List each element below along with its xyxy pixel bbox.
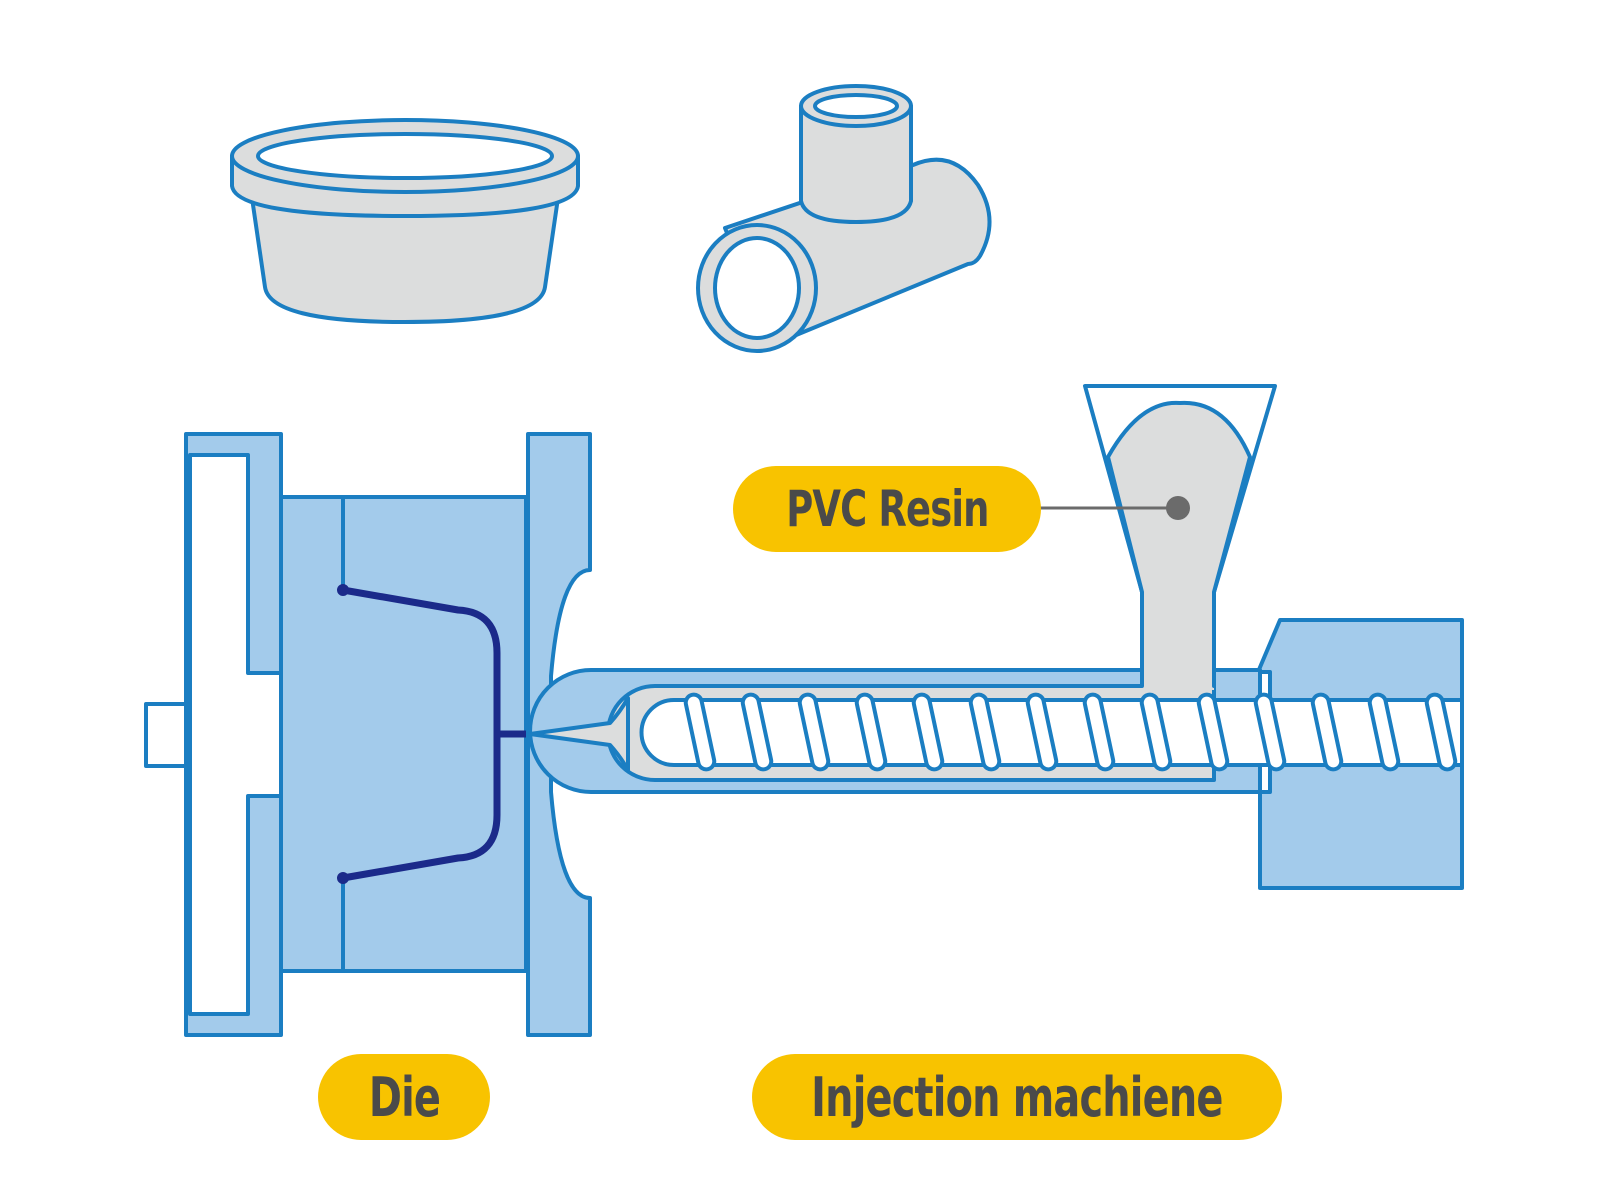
die-mold xyxy=(144,432,592,1037)
injection-machine-label: Injection machiene xyxy=(752,1054,1282,1140)
tee-pipe-product-icon xyxy=(696,84,992,353)
pvc-resin-leader xyxy=(1040,496,1190,520)
screw-flights xyxy=(683,692,1458,772)
pvc-resin-label: PVC Resin xyxy=(733,466,1041,552)
injection-machine-text: Injection machiene xyxy=(811,1065,1223,1129)
die-label: Die xyxy=(318,1054,490,1140)
bowl-product-icon xyxy=(230,118,580,324)
pvc-resin-text: PVC Resin xyxy=(785,480,989,538)
die-text: Die xyxy=(368,1065,440,1129)
